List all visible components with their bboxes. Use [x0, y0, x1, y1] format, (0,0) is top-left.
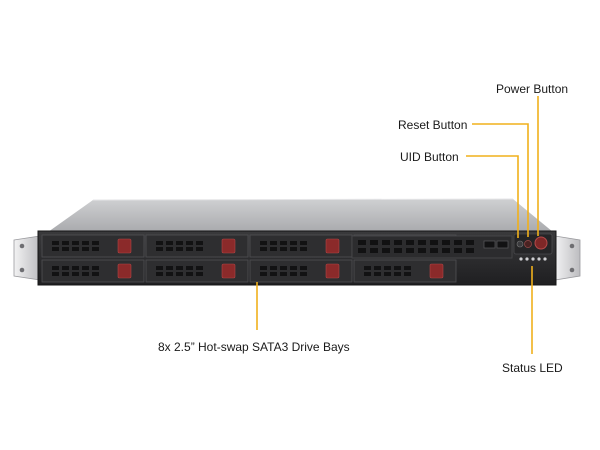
drive-bay[interactable]	[145, 234, 249, 258]
drive-bay[interactable]	[353, 259, 457, 283]
drive-latch[interactable]	[325, 263, 340, 279]
drive-bay[interactable]	[41, 259, 145, 283]
drive-latch[interactable]	[221, 238, 236, 254]
uid-button[interactable]	[516, 240, 524, 248]
callout-line-reset	[472, 123, 529, 237]
left-rack-ear	[13, 235, 41, 281]
uid-button-label: UID Button	[400, 150, 459, 164]
chassis-top	[48, 199, 553, 232]
drive-latch[interactable]	[221, 263, 236, 279]
callout-line-uid	[466, 155, 519, 238]
drive-bays-label: 8x 2.5” Hot-swap SATA3 Drive Bays	[158, 340, 350, 354]
power-button[interactable]	[534, 236, 548, 250]
drive-latch[interactable]	[117, 238, 132, 254]
drive-bay[interactable]	[249, 234, 353, 258]
drive-latch[interactable]	[117, 263, 132, 279]
chassis-top-highlight	[92, 198, 514, 201]
usb-ports	[483, 240, 509, 249]
status-led-label: Status LED	[502, 361, 563, 375]
front-vent-grille	[351, 235, 513, 259]
right-rack-ear	[554, 235, 581, 281]
reset-button[interactable]	[524, 240, 532, 248]
drive-bay[interactable]	[41, 234, 145, 258]
power-button-label: Power Button	[496, 82, 569, 96]
drive-latch[interactable]	[429, 263, 444, 279]
drive-bay[interactable]	[249, 259, 353, 283]
drive-latch[interactable]	[325, 238, 340, 254]
status-led	[519, 257, 547, 261]
drive-bay[interactable]	[145, 259, 249, 283]
reset-button-label: Reset Button	[398, 118, 468, 132]
